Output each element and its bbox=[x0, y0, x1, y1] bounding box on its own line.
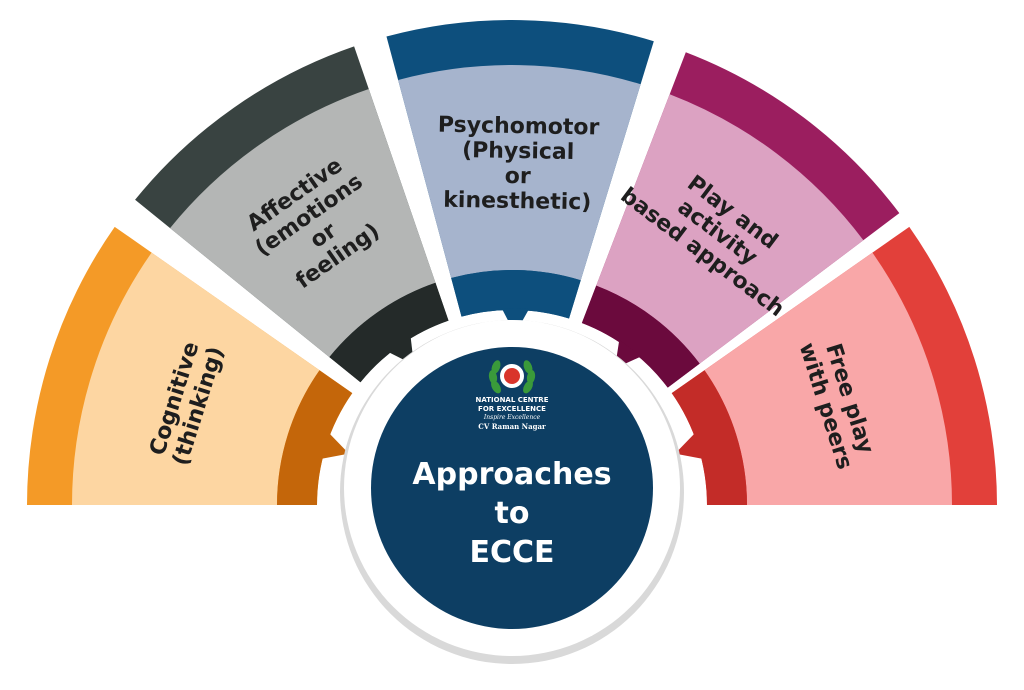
segment-cognitive-pointer-icon bbox=[320, 432, 349, 460]
segment-free-play-panel bbox=[704, 252, 952, 505]
institution-logo: NATIONAL CENTRE FOR EXCELLENCE Inspire E… bbox=[476, 360, 549, 431]
segment-affective-inner-band bbox=[329, 282, 449, 383]
segment-psychomotor-label-line: (Physical bbox=[462, 138, 575, 165]
segments-layer: Cognitive(thinking)Affective(emotionsorf… bbox=[27, 19, 997, 505]
segment-cognitive-panel bbox=[72, 252, 320, 505]
segment-play-activity-inner-band bbox=[581, 285, 700, 388]
laurel-wreath-icon bbox=[488, 360, 536, 394]
segment-cognitive-inner-band bbox=[277, 370, 353, 505]
logo-tagline: Inspire Excellence bbox=[483, 414, 541, 421]
segment-psychomotor-label-line: Psychomotor bbox=[438, 113, 600, 141]
segment-affective: Affective(emotionsorfeeling) bbox=[135, 46, 449, 383]
segment-free-play-inner-band bbox=[671, 370, 747, 505]
emblem-inner-icon bbox=[504, 368, 520, 384]
segment-psychomotor: Psychomotor(Physicalorkinesthetic) bbox=[386, 19, 654, 335]
segment-affective-panel bbox=[170, 88, 436, 358]
center-title-line-1: Approaches bbox=[412, 457, 611, 492]
center-title-line-3: ECCE bbox=[469, 535, 554, 570]
segment-psychomotor-label: Psychomotor(Physicalorkinesthetic) bbox=[436, 113, 599, 216]
logo-name-line1: NATIONAL CENTRE bbox=[476, 396, 549, 404]
center-hub: NATIONAL CENTRE FOR EXCELLENCE Inspire E… bbox=[340, 320, 684, 664]
segment-psychomotor-label-line: or bbox=[505, 164, 532, 189]
center-title-line-2: to bbox=[495, 496, 530, 531]
segment-play-activity-panel bbox=[596, 94, 864, 364]
segment-play-activity: Play andactivitybased approach bbox=[581, 52, 900, 388]
logo-location: CV Raman Nagar bbox=[478, 422, 546, 431]
segment-free-play: Free playwith peers bbox=[671, 226, 997, 505]
segment-cognitive: Cognitive(thinking) bbox=[27, 226, 353, 505]
segment-psychomotor-label-line: kinesthetic) bbox=[443, 188, 592, 216]
segment-psychomotor-panel bbox=[398, 64, 641, 281]
segment-free-play-pointer-icon bbox=[675, 432, 704, 460]
logo-name-line2: FOR EXCELLENCE bbox=[478, 405, 546, 413]
center-hub-circle bbox=[371, 347, 653, 629]
segment-psychomotor-inner-band bbox=[451, 269, 581, 319]
